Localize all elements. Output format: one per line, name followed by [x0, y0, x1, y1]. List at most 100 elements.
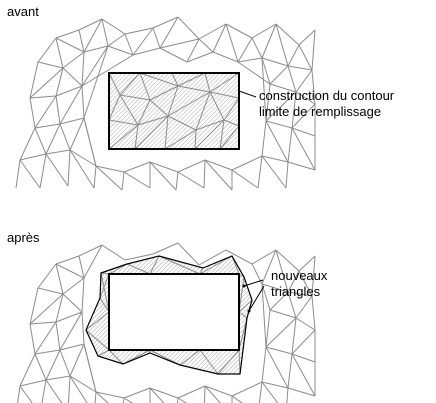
callout-dot-after-2 — [247, 309, 251, 313]
mesh-edge — [311, 69, 316, 105]
mesh-edge — [78, 18, 103, 31]
mesh-edge — [195, 91, 211, 131]
mesh-edge — [19, 385, 33, 403]
mesh-edge — [119, 94, 139, 126]
mesh-edge — [265, 120, 289, 163]
callout-label-before-line1: construction du contour — [259, 88, 395, 103]
mesh-edge — [41, 379, 47, 403]
mesh-edge — [204, 159, 233, 171]
mesh-edge — [55, 263, 64, 295]
mesh-edge — [39, 153, 47, 189]
mesh-edge — [81, 45, 109, 87]
mesh-edge — [177, 16, 200, 40]
mesh-edge — [55, 255, 80, 265]
mesh-edge — [261, 23, 277, 59]
mesh-edge — [238, 311, 248, 319]
mesh-edge — [291, 317, 297, 355]
mesh-edge — [29, 97, 36, 129]
mesh-edge — [212, 23, 227, 53]
mesh-edge — [101, 18, 126, 35]
fill-boundary-rectangle-before — [108, 72, 240, 150]
mesh-edge — [167, 85, 179, 117]
mesh-edge — [287, 127, 293, 163]
mesh-edge — [291, 103, 316, 129]
mesh-edge — [123, 397, 134, 403]
mesh-edge — [108, 349, 124, 365]
mesh-edge — [194, 129, 197, 150]
mesh-edge — [194, 119, 225, 150]
mesh-edge — [83, 343, 97, 393]
mesh-edge — [59, 349, 71, 377]
mesh-edge — [231, 155, 263, 171]
mesh-edge — [101, 244, 126, 261]
mesh-edge — [134, 115, 169, 150]
mesh-edge — [83, 117, 97, 167]
mesh-edge — [204, 159, 233, 191]
mesh-edge — [231, 381, 263, 397]
callout-label-after-line1: nouveaux — [271, 268, 328, 283]
panel-title-before: avant — [7, 4, 39, 19]
mesh-edge — [269, 65, 289, 85]
mesh-edge — [55, 263, 85, 279]
mesh-edge — [287, 270, 300, 293]
mesh-edge — [287, 353, 293, 389]
mesh-edge — [119, 94, 151, 101]
mesh-edge — [149, 387, 179, 399]
mesh-edge — [287, 291, 313, 297]
mesh-edge — [69, 117, 85, 151]
mesh-edge — [81, 54, 134, 87]
mesh-edge — [45, 349, 61, 381]
mesh-edge — [78, 244, 103, 257]
mesh-edge — [149, 85, 179, 101]
mesh-edge — [107, 33, 126, 47]
mesh-edge — [124, 253, 154, 261]
mesh-edge — [69, 375, 88, 403]
mesh-edge — [62, 51, 85, 69]
mesh-edge — [78, 29, 85, 53]
mesh-edge — [269, 291, 289, 311]
mesh-edge — [45, 149, 71, 155]
mesh-edge — [186, 38, 200, 63]
panel-title-after: après — [7, 230, 40, 245]
mesh-edge — [311, 29, 316, 71]
mesh-edge — [261, 283, 271, 311]
mesh-edge — [139, 72, 151, 101]
mesh-edge — [198, 249, 227, 266]
mesh-edge — [275, 23, 289, 67]
mesh-edge — [275, 249, 300, 272]
mesh-edge — [62, 67, 83, 87]
mesh-edge — [67, 149, 71, 187]
mesh-edge — [164, 115, 169, 150]
mesh-edge — [171, 72, 179, 87]
mesh-edge — [175, 171, 179, 191]
mesh-edge — [123, 171, 151, 189]
mesh-edge — [95, 165, 123, 191]
mesh-edge — [159, 47, 188, 63]
mesh-edge — [55, 85, 83, 97]
mesh-edge — [37, 37, 57, 63]
mesh-edge — [265, 120, 293, 129]
mesh-edge — [69, 375, 97, 393]
mesh-edge — [149, 99, 169, 117]
mesh-edge — [261, 283, 289, 293]
mesh-edge — [121, 171, 125, 191]
mesh-edge — [209, 91, 225, 121]
mesh-edge — [19, 153, 47, 161]
mesh-edge — [177, 72, 206, 87]
mesh-edge — [291, 329, 316, 355]
mesh-edge — [95, 391, 125, 399]
mesh-edge — [298, 270, 313, 297]
mesh-edge — [81, 85, 85, 119]
mesh-edge — [62, 293, 83, 313]
mesh-edge — [177, 85, 211, 93]
mesh-edge — [19, 353, 36, 387]
mesh-edge — [159, 16, 179, 49]
mesh-edge — [29, 293, 64, 325]
mesh-edge — [81, 51, 85, 87]
mesh-edge — [204, 385, 221, 403]
mesh-edge — [37, 263, 57, 289]
mesh-edge — [149, 161, 177, 191]
mesh-edge — [261, 57, 271, 85]
mesh-edge — [123, 387, 151, 399]
mesh-edge — [203, 159, 206, 189]
